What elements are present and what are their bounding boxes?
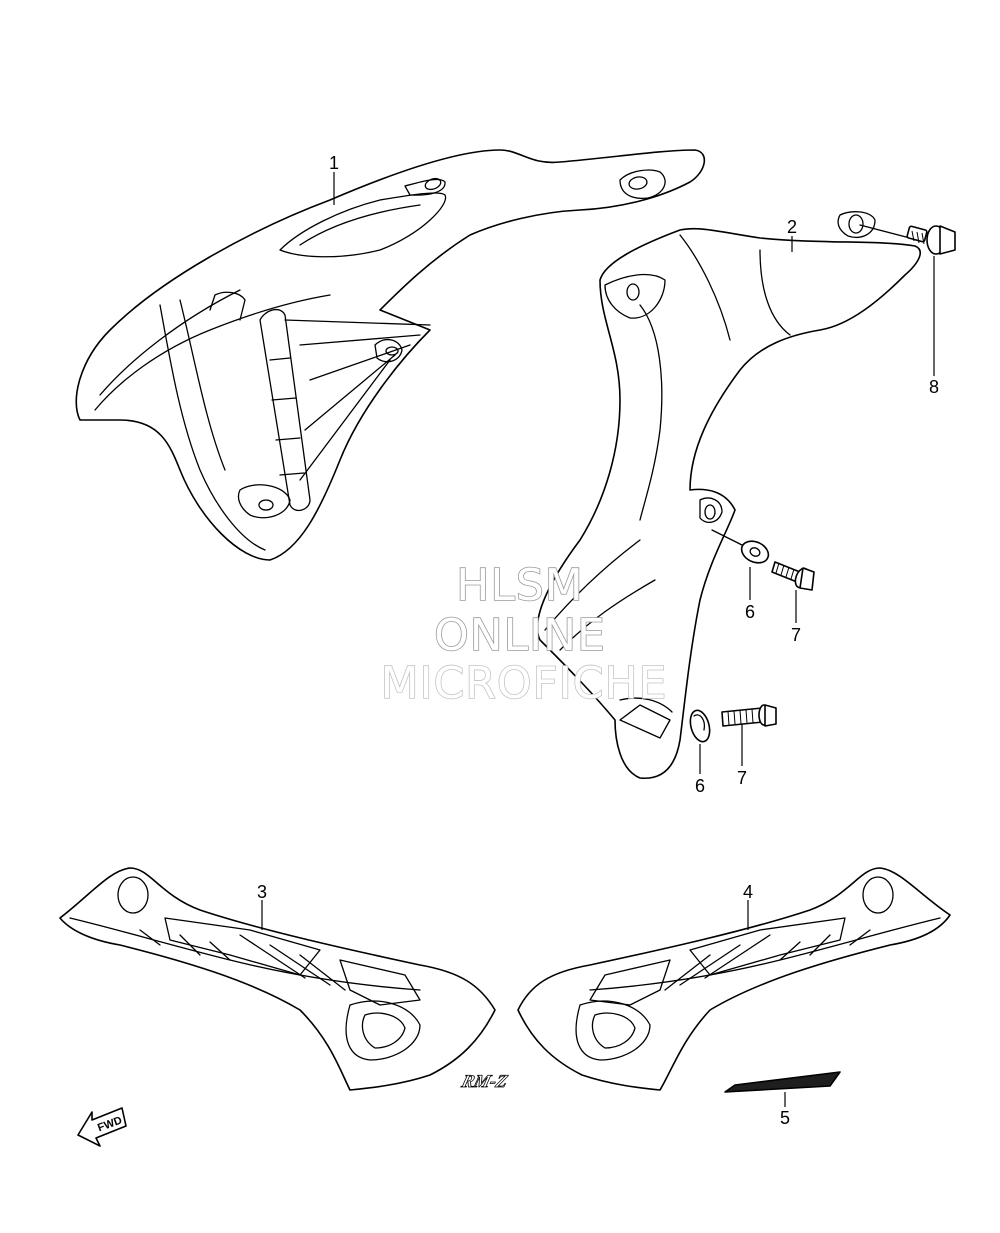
callout-2: 2 xyxy=(787,217,797,237)
watermark-line-1: HLSM xyxy=(456,560,584,611)
part-5-rmz-emblem[interactable]: RM-Z xyxy=(458,1071,841,1093)
callout-1: 1 xyxy=(329,153,339,173)
callout-3: 3 xyxy=(257,882,267,902)
watermark-line-2: ONLINE xyxy=(434,610,606,661)
part-7-bolt-upper[interactable] xyxy=(771,561,815,591)
part-6-washer-upper[interactable] xyxy=(711,529,772,567)
callout-6-upper: 6 xyxy=(745,602,755,622)
part-2-right-shroud[interactable] xyxy=(536,211,921,780)
callout-labels: 1 2 3 4 5 6 6 7 7 8 xyxy=(257,153,939,1128)
watermark-line-3: MICROFICHE xyxy=(381,658,668,709)
watermark: HLSM ONLINE MICROFICHE xyxy=(380,559,668,710)
callout-7-upper: 7 xyxy=(791,625,801,645)
part-3-left-decal[interactable] xyxy=(59,867,496,1091)
callout-7-lower: 7 xyxy=(737,768,747,788)
callout-8: 8 xyxy=(929,377,939,397)
part-7-bolt-lower[interactable] xyxy=(721,704,777,727)
part-4-right-decal[interactable] xyxy=(517,867,951,1091)
leader-lines xyxy=(261,172,935,1107)
emblem-text: RM-Z xyxy=(459,1071,510,1091)
part-1-left-shroud[interactable] xyxy=(75,149,706,561)
callout-6-lower: 6 xyxy=(695,776,705,796)
callout-5: 5 xyxy=(780,1108,790,1128)
part-8-bolt[interactable] xyxy=(859,224,956,255)
fwd-arrow-icon: FWD xyxy=(77,1107,127,1147)
part-6-washer-lower[interactable] xyxy=(687,708,713,744)
callout-4: 4 xyxy=(743,882,753,902)
